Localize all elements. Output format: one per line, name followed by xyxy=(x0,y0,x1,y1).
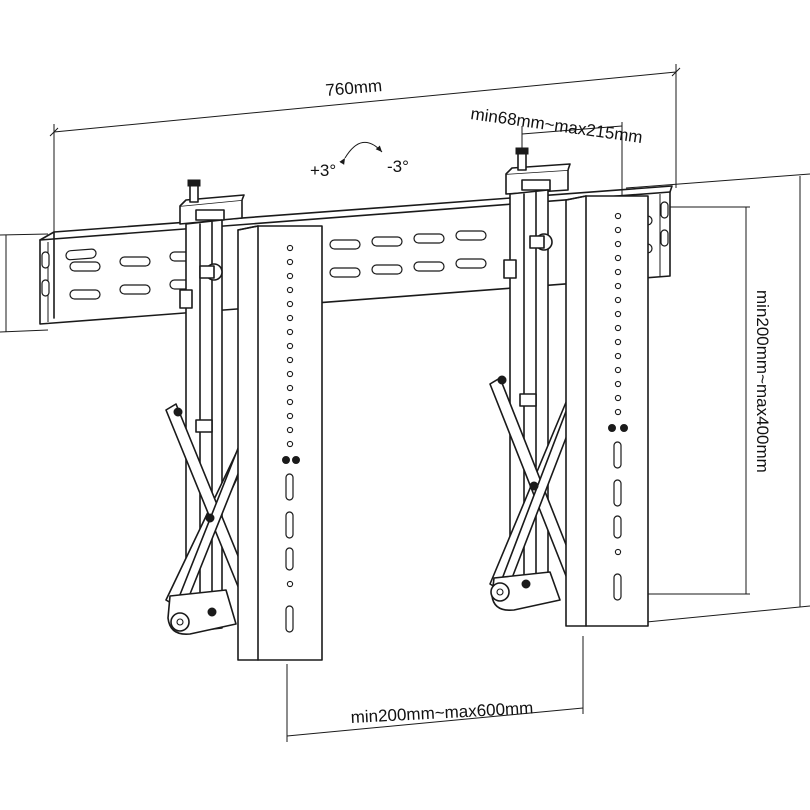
right-bracket-assembly xyxy=(489,147,587,612)
dimension-arm-extension-label: min68mm~max215mm xyxy=(469,104,643,147)
dimension-rail-width-label: 760mm xyxy=(325,76,383,100)
left-plate-holes xyxy=(282,244,300,633)
left-top-clamp xyxy=(179,179,245,225)
dimension-right-edge-label: 700mm xyxy=(808,360,810,417)
tilt-minus-label: -3° xyxy=(387,157,409,176)
right-plate-holes xyxy=(608,212,628,601)
tilt-arc-icon xyxy=(339,142,383,165)
dimension-horizontal-spacing xyxy=(286,636,584,742)
left-vertical-plate xyxy=(237,225,323,661)
right-vertical-plate xyxy=(565,195,649,627)
dimension-right-edge xyxy=(625,173,810,625)
dimension-horizontal-spacing-label: min200mm~max600mm xyxy=(350,698,534,727)
dimension-wall-left xyxy=(0,233,49,333)
dimension-vertical-spacing-label: min200mm~max400mm xyxy=(753,290,772,473)
right-top-clamp xyxy=(505,147,571,195)
tilt-plus-label: +3° xyxy=(310,161,336,180)
